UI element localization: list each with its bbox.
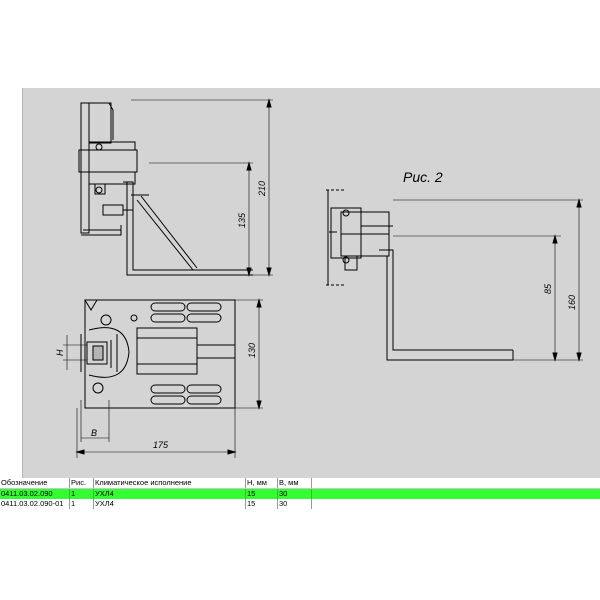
drawing-svg: Рис. 2 210 135 130 175 H B 85 160 (55, 98, 583, 458)
table-row[interactable]: 0411.03.02.090-01 1 УХЛ4 15 30 (0, 499, 600, 509)
figure-label: Рис. 2 (403, 169, 443, 185)
cell-b: 30 (278, 489, 312, 499)
column-header-b[interactable]: B, мм (278, 478, 312, 488)
viewer-left-margin (0, 88, 22, 478)
column-header-climate[interactable]: Климатическое исполнение (94, 478, 246, 488)
figure-2-view (326, 189, 583, 362)
dim-B: B (91, 428, 97, 438)
cell-climate: УХЛ4 (94, 489, 246, 499)
technical-drawing[interactable]: Рис. 2 210 135 130 175 H B 85 160 (22, 88, 600, 478)
dim-160: 160 (567, 295, 577, 310)
cell-b: 30 (278, 499, 312, 509)
dim-H: H (55, 349, 65, 356)
table-header: Обозначение Рис. Климатическое исполнени… (0, 478, 600, 489)
side-view (78, 98, 273, 277)
cell-fig: 1 (70, 489, 94, 499)
cell-climate: УХЛ4 (94, 499, 246, 509)
dim-130: 130 (247, 343, 257, 358)
dim-135: 135 (237, 212, 247, 228)
cell-h: 15 (246, 499, 278, 509)
top-view (63, 298, 263, 458)
drawing-viewer[interactable]: Рис. 2 210 135 130 175 H B 85 160 (0, 88, 600, 478)
cell-designation: 0411.03.02.090 (0, 489, 70, 499)
empty-panel (0, 510, 600, 600)
dim-175: 175 (153, 440, 169, 450)
table-row[interactable]: 0411.03.02.090 1 УХЛ4 15 30 (0, 489, 600, 499)
cell-h: 15 (246, 489, 278, 499)
variants-table: Обозначение Рис. Климатическое исполнени… (0, 478, 600, 509)
column-header-designation[interactable]: Обозначение (0, 478, 70, 488)
cell-designation: 0411.03.02.090-01 (0, 499, 70, 509)
dim-85: 85 (543, 283, 553, 294)
column-header-fig[interactable]: Рис. (70, 478, 94, 488)
dim-210: 210 (257, 181, 267, 197)
column-header-h[interactable]: H, мм (246, 478, 278, 488)
cell-fig: 1 (70, 499, 94, 509)
